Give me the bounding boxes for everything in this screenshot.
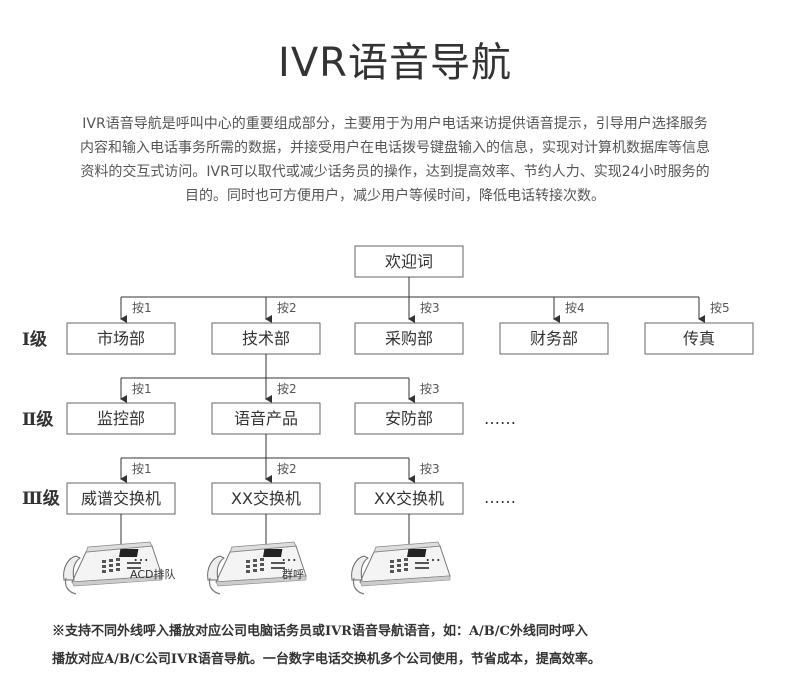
page-title: IVR语音导航 [278, 40, 512, 86]
press-label: 按4 [565, 301, 585, 315]
footnote-line: ※支持不同外线呼入播放对应公司电脑话务员或IVR语音导航语音，如：A/B/C外线… [52, 624, 588, 639]
node-label: 监控部 [97, 409, 145, 428]
node-label: XX交换机 [374, 489, 444, 508]
phone-dots: … [281, 546, 297, 565]
description-line: 目的。同时也可方便用户，减少用户等候时间，降低电话转接次数。 [185, 188, 605, 204]
node-label: 安防部 [385, 409, 433, 428]
phone-label: 群呼 [282, 567, 304, 581]
footnote: ※支持不同外线呼入播放对应公司电脑话务员或IVR语音导航语音，如：A/B/C外线… [52, 618, 601, 674]
description: IVR语音导航是呼叫中心的重要组成部分，主要用于为用户电话来访提供语音提示，引导… [30, 112, 760, 208]
level1-nodes: 市场部 技术部 采购部 财务部 传真 [66, 322, 754, 355]
node-label: 财务部 [530, 329, 578, 348]
press-label: 按5 [710, 301, 730, 315]
level-label: Ⅱ级 [22, 409, 53, 430]
press-label: 按1 [132, 301, 152, 315]
footnote-line: 播放对应A/B/C公司IVR语音导航。一台数字电话交换机多个公司使用，节省成本，… [52, 652, 601, 667]
node-label: XX交换机 [231, 489, 301, 508]
connectors-level1 [120, 277, 705, 323]
level2-nodes: 监控部 语音产品 安防部 [66, 402, 464, 435]
node-label: 语音产品 [234, 409, 298, 428]
description-line: 资料的交互式访问。IVR可以取代或减少话务员的操作，达到提高效率、节约人力、实现… [80, 164, 710, 180]
press-label: 按2 [277, 301, 297, 315]
phone-label: ACD排队 [130, 567, 175, 581]
node-label: 威谱交换机 [81, 489, 161, 508]
press-label: 按1 [132, 382, 152, 396]
press-label: 按1 [132, 462, 152, 476]
connectors-level2 [120, 354, 415, 403]
press-label: 按2 [277, 382, 297, 396]
node-label: 技术部 [242, 329, 290, 348]
press-label: 按3 [420, 382, 440, 396]
press-label: 按3 [420, 301, 440, 315]
phone-dots: … [425, 546, 441, 565]
press-label: 按2 [277, 462, 297, 476]
root-label: 欢迎词 [385, 252, 433, 271]
level3-nodes: 威谱交换机 XX交换机 XX交换机 [66, 482, 464, 515]
description-line: IVR语音导航是呼叫中心的重要组成部分，主要用于为用户电话来访提供语音提示，引导… [82, 116, 708, 132]
level-label: Ⅰ级 [22, 329, 47, 350]
node-label: 传真 [683, 329, 715, 348]
node-label: 市场部 [97, 329, 145, 348]
ellipsis: …… [484, 488, 516, 507]
connectors-level3 [120, 434, 415, 483]
press-label: 按3 [420, 462, 440, 476]
description-line: 内容和输入电话事务所需的数据，并接受用户在电话拨号键盘输入的信息，实现对计算机数… [80, 140, 710, 156]
root-node: 欢迎词 [354, 245, 464, 278]
node-label: 采购部 [385, 329, 433, 348]
level-label: Ⅲ级 [22, 488, 60, 509]
ellipsis: …… [484, 409, 516, 428]
phone-dots: … [133, 546, 149, 565]
